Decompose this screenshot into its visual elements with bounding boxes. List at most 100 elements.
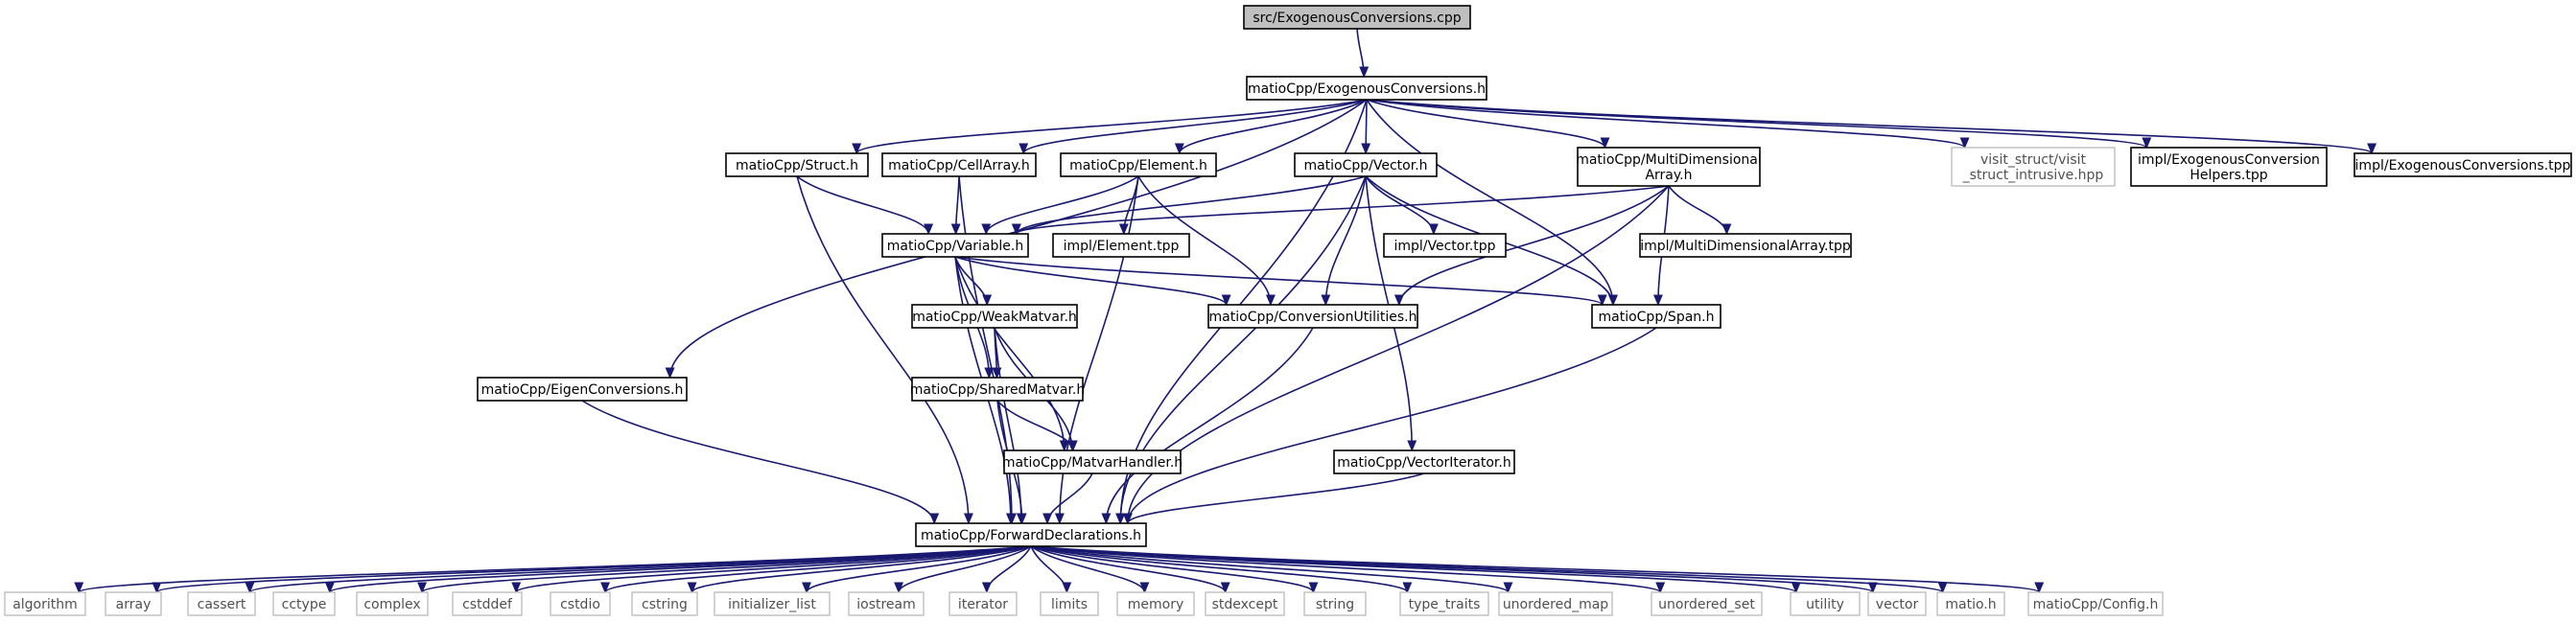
node-matiocpp-variable-h[interactable]: matioCpp/Variable.h	[881, 233, 1029, 258]
node-impl-exogenousconversions-tpp[interactable]: impl/ExogenousConversions.tpp	[2354, 152, 2572, 177]
node-box	[881, 152, 1037, 177]
edge-arrowhead	[1597, 294, 1607, 307]
node-src-exogenousconversions-cpp[interactable]: src/ExogenousConversions.cpp	[1243, 5, 1471, 30]
edge-exo-to-mda	[1366, 99, 1610, 150]
node-label: impl/Element.tpp	[1064, 239, 1180, 254]
node-matiocpp-multidimensional-array-h[interactable]: matioCpp/MultiDimensionalArray.h	[1576, 147, 1762, 187]
node-box	[452, 591, 523, 616]
node-matiocpp-cellarray-h[interactable]: matioCpp/CellArray.h	[881, 152, 1037, 177]
node-matiocpp-vectoriterator-h[interactable]: matioCpp/VectorIterator.h	[1333, 449, 1515, 474]
node-unordered-map: unordered_map	[1498, 591, 1613, 616]
node-matiocpp-struct-h[interactable]: matioCpp/Struct.h	[725, 152, 869, 177]
node-iostream: iostream	[848, 591, 925, 616]
node-box	[187, 591, 256, 616]
edge-arrowhead	[924, 223, 934, 236]
edge-fwd-to-s_limits	[1030, 545, 1072, 594]
edge-variable-to-conv	[954, 256, 1231, 307]
node-box	[1790, 591, 1861, 616]
node-box	[1294, 152, 1438, 177]
node-memory: memory	[1116, 591, 1195, 616]
node-matiocpp-element-h[interactable]: matioCpp/Element.h	[1060, 152, 1217, 177]
edge-line	[1105, 327, 1314, 524]
edge-arrowhead	[984, 367, 995, 380]
edge-line	[954, 256, 1066, 451]
node-label: utility	[1806, 597, 1844, 612]
edge-line	[985, 175, 1139, 235]
node-box	[1867, 591, 1927, 616]
node-label: matioCpp/WeakMatvar.h	[912, 310, 1077, 325]
edge-line	[1022, 99, 1368, 154]
node-box	[1951, 147, 2116, 187]
node-utility: utility	[1790, 591, 1861, 616]
edge-line	[796, 175, 929, 235]
node-impl-vector-tpp[interactable]: impl/Vector.tpp	[1383, 233, 1507, 258]
edge-line	[855, 99, 1368, 154]
node-box	[550, 591, 611, 616]
edge-variable-to-span	[954, 256, 1607, 307]
edge-arrowhead	[981, 582, 992, 594]
edge-line	[1668, 185, 1728, 235]
node-label: complex	[363, 597, 420, 612]
node-box	[2354, 152, 2572, 177]
edge-handler-to-fwd	[1042, 472, 1093, 525]
node-matiocpp-matvarhandler-h[interactable]: matioCpp/MatvarHandler.h	[1002, 449, 1183, 474]
node-impl-multidimensionalarray-tpp[interactable]: impl/MultiDimensionalArray.tpp	[1639, 233, 1852, 258]
node-cstdio: cstdio	[550, 591, 611, 616]
edge-arrowhead	[1407, 440, 1417, 452]
node-matiocpp-eigenconversions-h[interactable]: matioCpp/EigenConversions.h	[477, 377, 688, 402]
edge-vector-to-conv	[1321, 175, 1367, 307]
node-label: matioCpp/CellArray.h	[888, 158, 1030, 173]
node-matiocpp-conversionutilities-h[interactable]: matioCpp/ConversionUtilities.h	[1207, 304, 1418, 329]
node-box	[714, 591, 831, 616]
node-box	[911, 304, 1078, 329]
edge-eigen-to-fwd	[581, 400, 940, 525]
node-matiocpp-sharedmatvar-h[interactable]: matioCpp/SharedMatvar.h	[910, 377, 1086, 402]
node-label: matioCpp/Span.h	[1599, 310, 1715, 325]
edge-mda-to-variable	[1011, 185, 1670, 236]
edge-fwd-to-s_config	[1030, 545, 2045, 594]
node-label: vector	[1876, 597, 1919, 612]
edge-line	[581, 400, 935, 524]
edge-arrowhead	[1867, 582, 1878, 594]
node-label: initializer_list	[728, 597, 816, 612]
edge-exo-to-exohelpers	[1366, 99, 2152, 150]
node-matiocpp-vector-h[interactable]: matioCpp/Vector.h	[1294, 152, 1438, 177]
edge-root-to-exo	[1356, 28, 1370, 79]
edge-arrowhead	[2034, 582, 2045, 594]
node-label: unordered_map	[1503, 597, 1608, 612]
node-box	[1052, 233, 1190, 258]
node-impl-element-tpp[interactable]: impl/Element.tpp	[1052, 233, 1190, 258]
edge-arrowhead	[2367, 143, 2377, 155]
edge-arrowhead	[1220, 582, 1230, 594]
edge-arrowhead	[1005, 513, 1016, 525]
edge-vector-to-span	[1365, 175, 1618, 307]
edge-shared-to-handler	[996, 400, 1078, 452]
node-matiocpp-exogenousconversions-h[interactable]: matioCpp/ExogenousConversions.h	[1246, 76, 1487, 101]
edge-element-to-variable	[981, 175, 1139, 236]
node-label: string	[1316, 597, 1354, 612]
node-box	[1651, 591, 1763, 616]
edge-arrowhead	[894, 582, 904, 594]
node-matiocpp-span-h[interactable]: matioCpp/Span.h	[1591, 304, 1721, 329]
edge-line	[898, 545, 1032, 593]
edge-line	[1030, 545, 1661, 593]
edge-arrowhead	[1308, 582, 1319, 594]
node-label: impl/ExogenousConversion	[2138, 152, 2320, 168]
edge-arrowhead	[1221, 294, 1231, 307]
node-box	[1243, 5, 1471, 30]
edge-arrowhead	[1503, 582, 1513, 594]
node-label: cstddef	[462, 597, 513, 612]
node-box	[1383, 233, 1507, 258]
node-box	[2130, 147, 2328, 187]
edge-conv-to-fwd	[1101, 327, 1314, 525]
node-matiocpp-weakmatvar-h[interactable]: matioCpp/WeakMatvar.h	[911, 304, 1078, 329]
node-label: impl/Vector.tpp	[1393, 239, 1495, 254]
node-matiocpp-forwarddeclarations-h[interactable]: matioCpp/ForwardDeclarations.h	[915, 522, 1147, 547]
node-box	[631, 591, 698, 616]
edge-cellarray-to-variable	[950, 175, 961, 236]
edge-line	[691, 545, 1032, 593]
edge-arrowhead	[929, 513, 940, 525]
edge-fwd-to-s_initlist	[802, 545, 1032, 594]
edge-arrowhead	[1139, 582, 1150, 594]
